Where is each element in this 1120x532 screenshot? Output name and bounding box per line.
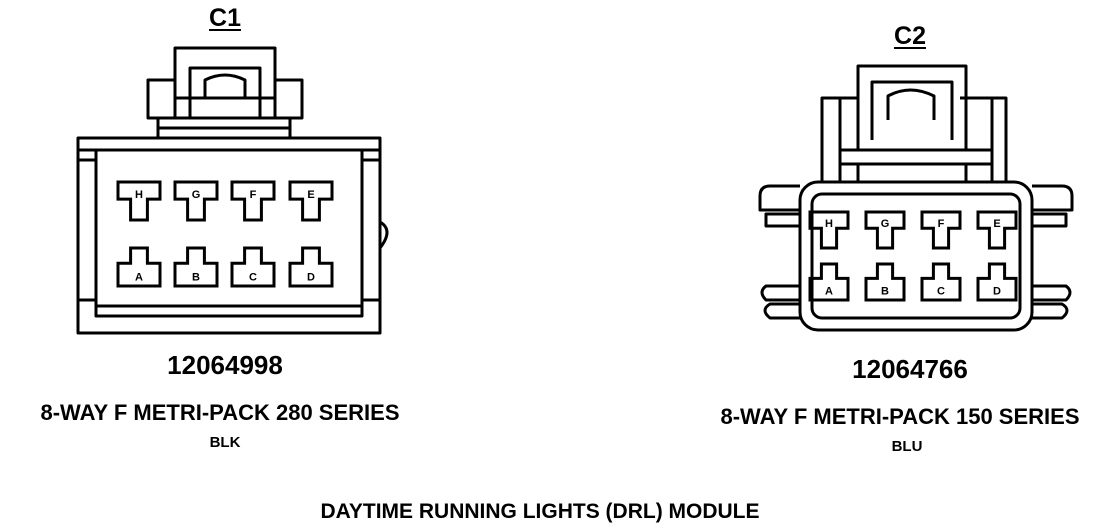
c1-pin-label: D xyxy=(307,271,315,283)
c1-pin-cavity-f: F xyxy=(230,180,276,222)
c2-pin-cavity-b: B xyxy=(864,262,906,302)
c1-pin-cavity-c: C xyxy=(230,246,276,288)
c2-color: BLU xyxy=(891,438,923,455)
c2-pin-label: C xyxy=(937,286,945,298)
diagram-caption: DAYTIME RUNNING LIGHTS (DRL) MODULE xyxy=(320,500,760,523)
c2-connector-body xyxy=(758,180,1074,332)
c1-pin-cavity-b: B xyxy=(173,246,219,288)
c1-pin-label: F xyxy=(250,189,257,201)
c2-pin-label: G xyxy=(881,218,890,230)
c1-connector-body xyxy=(76,136,389,335)
c2-pin-cavity-d: D xyxy=(976,262,1018,302)
c1-pin-label: E xyxy=(307,189,314,201)
c2-pin-label: D xyxy=(993,286,1001,298)
c2-pin-label: B xyxy=(881,286,889,298)
c1-pin-label: G xyxy=(192,189,201,201)
c2-pin-cavity-a: A xyxy=(808,262,850,302)
c1-pin-cavity-h: H xyxy=(116,180,162,222)
c1-color: BLK xyxy=(209,434,241,451)
c1-pin-cavity-a: A xyxy=(116,246,162,288)
c2-pin-label: A xyxy=(825,286,833,298)
c2-pin-cavity-g: G xyxy=(864,210,906,250)
c2-latch xyxy=(820,64,1008,182)
c2-pin-label: H xyxy=(825,218,833,230)
c2-title: C2 xyxy=(894,22,926,50)
c1-pin-label: C xyxy=(249,271,257,283)
c1-pin-label: B xyxy=(192,271,200,283)
c1-title: C1 xyxy=(209,4,241,32)
c1-latch xyxy=(146,46,304,138)
c1-description: 8-WAY F METRI-PACK 280 SERIES xyxy=(40,400,400,425)
c2-pin-label: F xyxy=(938,218,945,230)
c1-part-number: 12064998 xyxy=(167,350,283,380)
c2-pin-label: E xyxy=(993,218,1000,230)
c2-pin-cavity-c: C xyxy=(920,262,962,302)
c1-pin-cavity-e: E xyxy=(288,180,334,222)
c2-description: 8-WAY F METRI-PACK 150 SERIES xyxy=(720,404,1080,429)
c2-pin-cavity-f: F xyxy=(920,210,962,250)
c2-pin-cavity-h: H xyxy=(808,210,850,250)
c1-pin-label: A xyxy=(135,271,143,283)
c2-part-number: 12064766 xyxy=(852,354,968,384)
c1-pin-label: H xyxy=(135,189,143,201)
c1-pin-cavity-d: D xyxy=(288,246,334,288)
c1-pin-cavity-g: G xyxy=(173,180,219,222)
c2-pin-cavity-e: E xyxy=(976,210,1018,250)
